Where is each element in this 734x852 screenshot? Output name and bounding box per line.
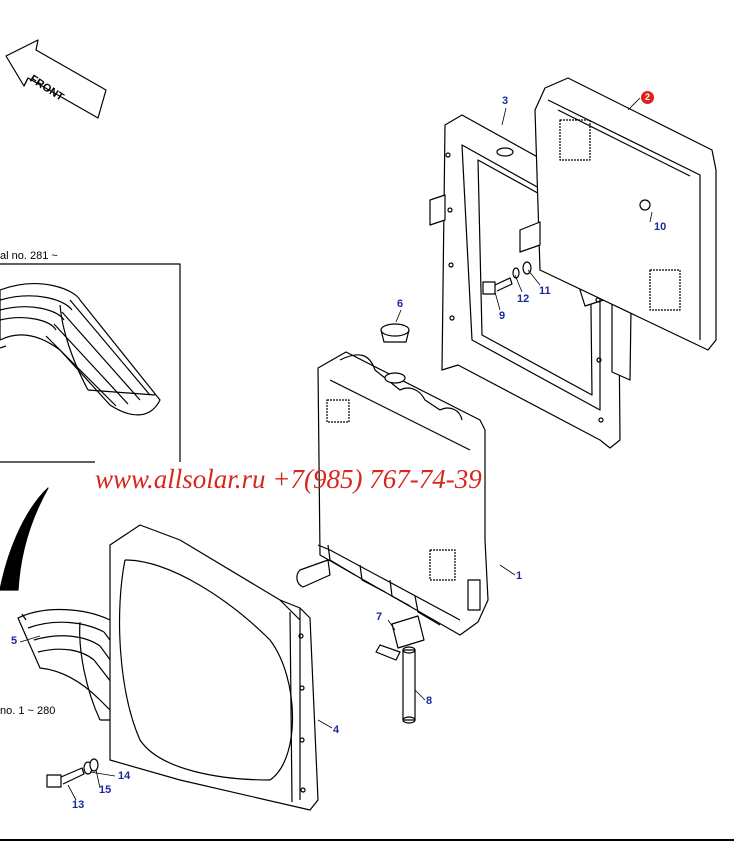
fan-shroud xyxy=(109,524,319,811)
callout-3: 3 xyxy=(502,95,509,107)
callout-11: 11 xyxy=(539,285,551,297)
serial-range-upper: al no. 281 ~ xyxy=(0,250,58,262)
fan-guard-upper xyxy=(0,283,161,416)
callout-10: 10 xyxy=(654,221,667,233)
curved-arrow-icon xyxy=(0,487,49,591)
callout-1: 1 xyxy=(516,570,523,582)
callout-15: 15 xyxy=(99,784,112,796)
callout-14: 14 xyxy=(118,770,131,782)
leader-lines xyxy=(19,97,653,801)
callout-2-red: 2 xyxy=(641,91,654,104)
radiator-cap xyxy=(380,323,410,384)
drain-hose xyxy=(402,646,416,724)
radiator xyxy=(296,351,489,636)
serial-range-lower: no. 1 ~ 280 xyxy=(0,705,56,717)
callout-7: 7 xyxy=(376,611,383,623)
callout-5: 5 xyxy=(11,635,18,647)
drain-valve xyxy=(375,615,425,661)
callout-6: 6 xyxy=(397,298,404,310)
callout-13: 13 xyxy=(72,799,85,811)
oil-cooler xyxy=(519,77,717,351)
callout-12: 12 xyxy=(517,293,530,305)
front-arrow-icon xyxy=(5,39,107,119)
callout-9: 9 xyxy=(499,310,506,322)
bolt-washers-upper xyxy=(482,261,532,295)
callout-8: 8 xyxy=(426,695,433,707)
bolt-washers-lower xyxy=(46,758,99,788)
inset-box-upper xyxy=(0,263,181,463)
callout-4: 4 xyxy=(333,724,340,736)
watermark: www.allsolar.ru +7(985) 767-74-39 xyxy=(95,464,482,494)
